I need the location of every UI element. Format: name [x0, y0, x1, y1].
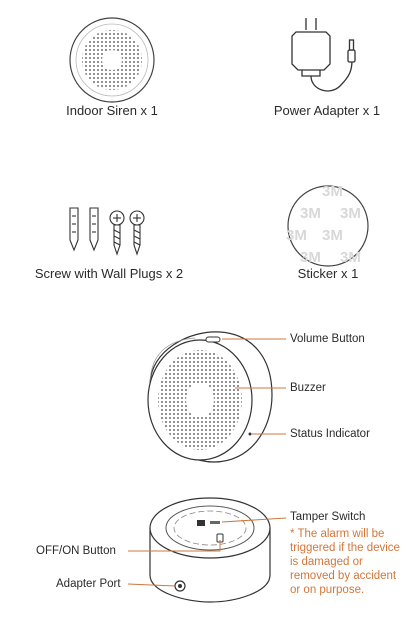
sticker-print-1: 3M: [322, 183, 343, 200]
power-adapter-image: [291, 18, 356, 92]
sticker-caption: Sticker x 1: [297, 266, 359, 281]
screws-caption: Screw with Wall Plugs x 2: [34, 266, 184, 281]
sticker-print-3: 3M: [340, 205, 361, 222]
tamper-note: * The alarm will be triggered if the dev…: [290, 528, 400, 596]
buzzer-label: Buzzer: [290, 382, 326, 394]
sticker-print-6: 3M: [300, 249, 321, 266]
volume-button-label: Volume Button: [290, 333, 365, 345]
callout-lines: [127, 338, 287, 587]
siren-underside-image: [149, 497, 271, 603]
sticker-print-5: 3M: [322, 227, 343, 244]
off-on-button-label: OFF/ON Button: [36, 545, 116, 557]
sticker-print-7: 3M: [340, 249, 361, 266]
siren-perspective-image: [147, 331, 273, 463]
adapter-caption: Power Adapter x 1: [273, 103, 381, 118]
sticker-image: 3M 3M 3M 3M 3M 3M 3M: [286, 183, 369, 267]
siren-caption: Indoor Siren x 1: [66, 103, 158, 118]
sticker-print-4: 3M: [286, 227, 307, 244]
siren-top-view-image: [69, 17, 155, 103]
sticker-print-2: 3M: [300, 205, 321, 222]
tamper-switch-label: Tamper Switch: [290, 511, 366, 523]
status-indicator-label: Status Indicator: [290, 428, 370, 440]
adapter-port-label: Adapter Port: [56, 578, 121, 590]
screws-wall-plugs-image: [69, 207, 145, 256]
